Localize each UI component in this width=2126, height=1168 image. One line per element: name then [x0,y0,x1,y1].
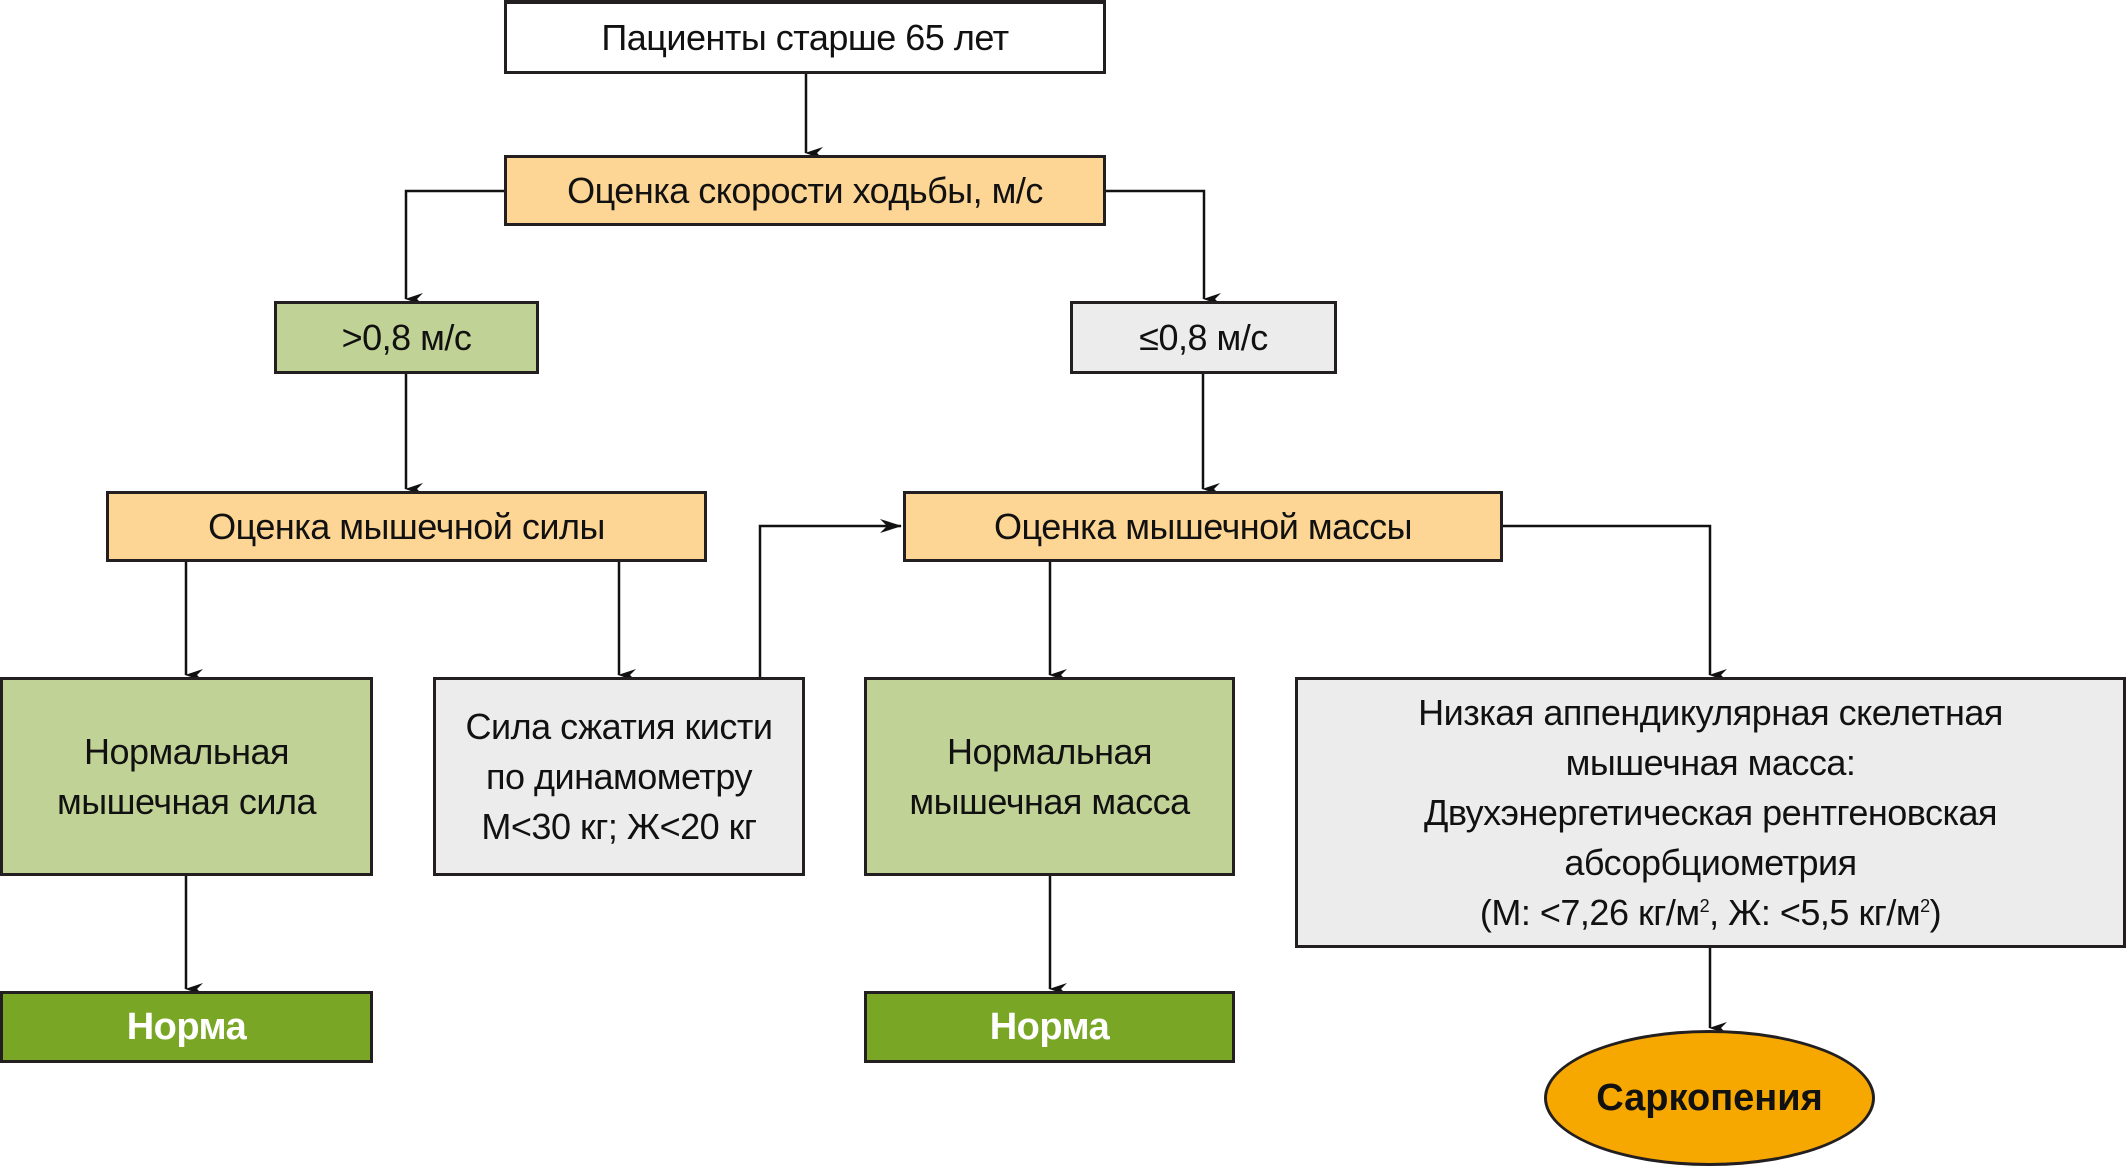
node-label: Норма [126,1006,247,1048]
node-label: Нормальная мышечная масса [909,730,1190,822]
node-label: Саркопения [1596,1076,1823,1119]
node-outcome-norm-strength: Норма [0,991,373,1063]
node-muscle-mass-assessment: Оценка мышечной массы [903,491,1503,562]
arrow-grip-to-mass [758,519,902,677]
node-label: >0,8 м/с [341,316,472,358]
node-label-line4: абсорбциометрия [1564,841,1857,883]
node-low-appendicular-muscle-mass: Низкая аппендикулярная скелетная мышечна… [1295,677,2126,948]
node-label-line5: (М: <7,26 кг/м2, Ж: <5,5 кг/м2) [1418,888,2003,938]
node-gait-speed-assessment: Оценка скорости ходьбы, м/с [504,155,1106,226]
node-label-line1: Низкая аппендикулярная скелетная [1418,691,2003,733]
node-normal-muscle-mass: Нормальная мышечная масса [864,677,1235,876]
node-label: Нормальная мышечная сила [56,730,317,822]
node-label: ≤0,8 м/с [1139,316,1268,358]
node-label: Норма [989,1006,1110,1048]
node-grip-strength-criteria: Сила сжатия кисти по динамометру М<30 кг… [433,677,805,876]
node-label: Сила сжатия кисти по динамометру М<30 кг… [465,705,773,847]
node-label-line2: мышечная масса: [1565,741,1856,783]
node-patients-over-65: Пациенты старше 65 лет [504,0,1106,74]
node-speed-below-threshold: ≤0,8 м/с [1070,301,1337,374]
arrow-speed-to-fast [404,189,504,305]
arrow-speed-to-slow [1106,189,1221,305]
node-outcome-norm-mass: Норма [864,991,1235,1063]
node-normal-muscle-strength: Нормальная мышечная сила [0,677,373,876]
closing-paren: ) [1929,891,1942,933]
superscript: 2 [1699,895,1710,916]
node-label: Оценка мышечной силы [208,505,605,547]
threshold-men: (М: <7,26 кг/м [1479,891,1700,933]
threshold-women: , Ж: <5,5 кг/м [1709,891,1921,933]
node-outcome-sarcopenia: Саркопения [1544,1030,1875,1166]
node-label: Оценка скорости ходьбы, м/с [567,169,1043,211]
arrow-mass-to-low-asm [1503,524,1727,681]
node-label-line3: Двухэнергетическая рентгеновская [1423,791,1998,833]
node-speed-above-threshold: >0,8 м/с [274,301,539,374]
node-label: Оценка мышечной массы [994,505,1412,547]
node-label: Пациенты старше 65 лет [601,16,1009,58]
superscript: 2 [1920,895,1930,916]
node-muscle-strength-assessment: Оценка мышечной силы [106,491,707,562]
